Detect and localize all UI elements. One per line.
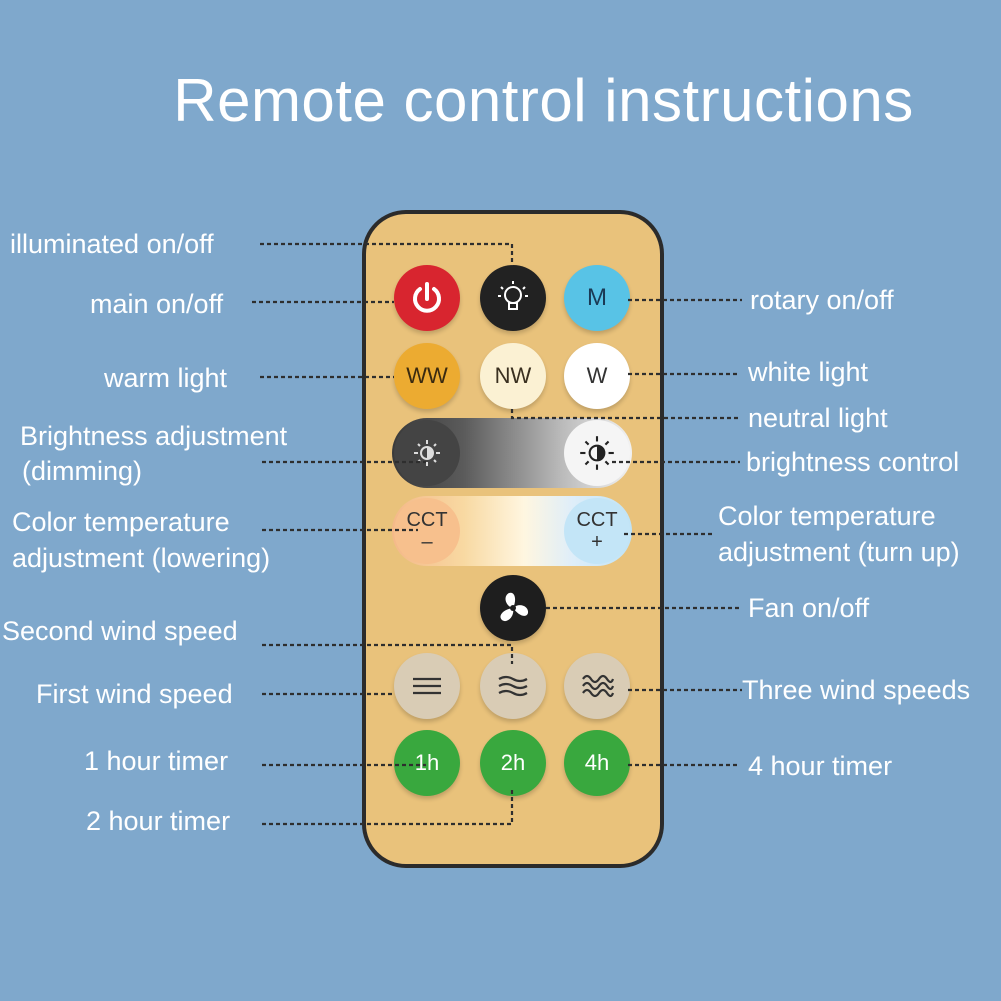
cct-plus-label: CCT [576, 509, 618, 531]
fan-icon [500, 592, 529, 622]
rotary-button[interactable]: M [564, 265, 630, 331]
cct-plus-sign: + [591, 531, 603, 553]
label-main-on-off: main on/off [90, 289, 224, 319]
label-warm-light: warm light [104, 363, 228, 393]
warm-light-button[interactable]: WW [394, 343, 460, 409]
bulb-icon [498, 281, 528, 310]
label-first-wind-speed: First wind speed [36, 679, 233, 709]
fan-button[interactable] [480, 575, 546, 641]
rotary-button-label: M [587, 284, 607, 311]
label-color-temp-lower-2: adjustment (lowering) [12, 543, 271, 573]
wind-speed-1-button[interactable] [394, 653, 460, 719]
label-second-wind-speed: Second wind speed [2, 616, 238, 646]
label-white-light: white light [748, 357, 869, 387]
label-dimming: (dimming) [22, 456, 143, 486]
wind-speed-3-button[interactable] [564, 653, 630, 719]
dim-button[interactable] [394, 420, 460, 486]
white-light-button-label: W [586, 363, 608, 388]
wind-speed-2-button[interactable] [480, 653, 546, 719]
timer-1h-label: 1h [414, 750, 440, 775]
cct-minus-button[interactable]: CCT – [394, 498, 460, 564]
power-button[interactable] [394, 265, 460, 331]
sun-bright-icon [580, 436, 614, 470]
wind-icon [498, 675, 528, 697]
neutral-light-button-label: NW [494, 363, 532, 388]
label-illuminated-on-off: illuminated on/off [10, 229, 214, 259]
white-light-button[interactable]: W [564, 343, 630, 409]
label-1-hour-timer: 1 hour timer [84, 746, 229, 776]
illuminated-button[interactable] [480, 265, 546, 331]
label-2-hour-timer: 2 hour timer [86, 806, 231, 836]
label-brightness-adjustment: Brightness adjustment [20, 421, 288, 451]
wind-icon [413, 677, 441, 695]
label-fan-on-off: Fan on/off [748, 593, 870, 623]
cct-plus-button[interactable]: CCT + [564, 498, 630, 564]
timer-1h-button[interactable]: 1h [394, 730, 460, 796]
label-rotary-on-off: rotary on/off [750, 285, 894, 315]
page-title: Remote control instructions [173, 67, 914, 134]
brighten-button[interactable] [564, 420, 630, 486]
wind-icon [582, 674, 615, 698]
label-4-hour-timer: 4 hour timer [748, 751, 893, 781]
label-neutral-light: neutral light [748, 403, 888, 433]
timer-2h-button[interactable]: 2h [480, 730, 546, 796]
timer-4h-button[interactable]: 4h [564, 730, 630, 796]
cct-minus-label: CCT [406, 509, 448, 531]
timer-4h-label: 4h [584, 750, 610, 775]
cct-minus-sign: – [421, 531, 433, 553]
neutral-light-button[interactable]: NW [480, 343, 546, 409]
label-color-temp-lower-1: Color temperature [12, 507, 230, 537]
label-color-temp-up-2: adjustment (turn up) [718, 537, 960, 567]
label-brightness-control: brightness control [746, 447, 960, 477]
power-icon [413, 282, 441, 313]
label-color-temp-up-1: Color temperature [718, 501, 936, 531]
sun-dim-icon [414, 440, 440, 466]
warm-light-button-label: WW [406, 363, 448, 388]
timer-2h-label: 2h [500, 750, 526, 775]
label-three-wind-speeds: Three wind speeds [742, 675, 971, 705]
